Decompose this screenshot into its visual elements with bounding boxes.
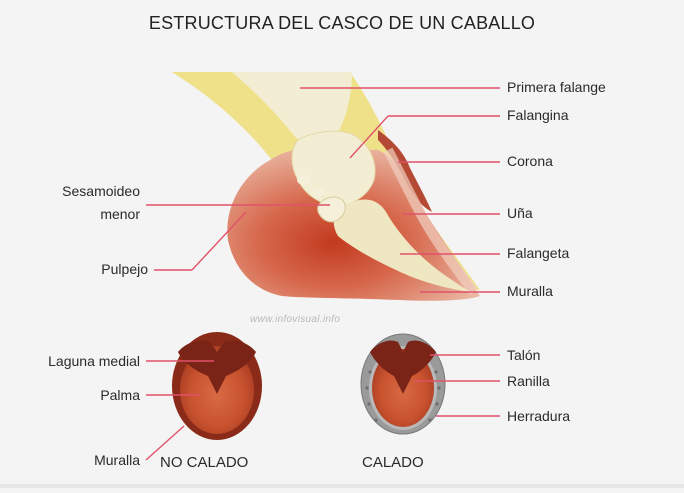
label-palma: Palma — [100, 387, 140, 403]
label-corona: Corona — [507, 153, 553, 169]
small-bone-1 — [297, 175, 311, 185]
leader-pulpejo-2 — [191, 211, 247, 271]
leader-falangina — [349, 115, 389, 159]
page-title: ESTRUCTURA DEL CASCO DE UN CABALLO — [148, 13, 536, 33]
watermark: www.infovisual.info — [250, 314, 341, 325]
leader-lines-top — [146, 87, 500, 293]
label-herradura: Herradura — [507, 408, 571, 424]
label-falangeta: Falangeta — [507, 245, 570, 261]
hoof-no-calado — [172, 332, 262, 440]
horseshoe-nail-holes — [365, 370, 441, 422]
primera-falange-bone — [232, 72, 352, 140]
label-muralla-top: Muralla — [507, 283, 553, 299]
caption-calado: CALADO — [362, 454, 424, 471]
label-sesamoideo: Sesamoideo menor — [40, 183, 140, 223]
label-una: Uña — [507, 205, 533, 221]
label-sesamoideo-line2: menor — [100, 206, 140, 222]
hoof-section — [172, 72, 480, 301]
label-sesamoideo-line1: Sesamoideo — [62, 183, 140, 199]
label-laguna-medial: Laguna medial — [48, 353, 140, 369]
no-calado-frog — [178, 340, 256, 394]
hoof-wall-inner — [383, 147, 478, 296]
small-bone-2 — [312, 188, 324, 196]
label-talon: Talón — [507, 347, 541, 363]
leader-lines-bottom — [145, 354, 500, 461]
hoof-calado — [360, 333, 446, 435]
bottom-edge — [0, 484, 684, 488]
leader-muralla-bottom — [145, 425, 185, 461]
falangeta-bone — [333, 199, 472, 292]
label-ranilla: Ranilla — [507, 373, 550, 389]
label-falangina: Falangina — [507, 107, 569, 123]
label-primera-falange: Primera falange — [507, 79, 606, 95]
label-pulpejo: Pulpejo — [101, 261, 148, 277]
falangina-bone — [291, 130, 376, 207]
sesamoideo-bone — [317, 196, 346, 223]
calado-frog — [370, 340, 436, 394]
caption-no-calado: NO CALADO — [160, 454, 249, 471]
label-muralla-bottom: Muralla — [94, 452, 140, 468]
